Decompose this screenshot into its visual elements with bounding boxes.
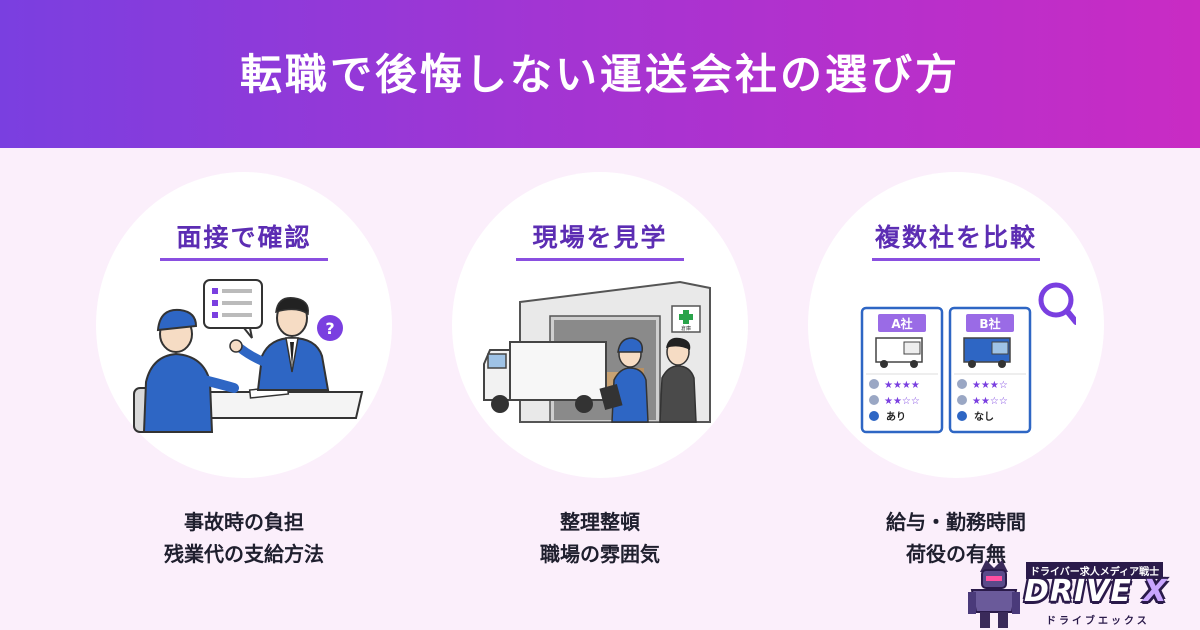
salary-icon: [957, 379, 967, 389]
svg-text:A社: A社: [891, 316, 912, 331]
svg-text:?: ?: [325, 319, 334, 338]
svg-text:B社: B社: [979, 316, 1000, 331]
caption-line: 残業代の支給方法: [164, 542, 324, 566]
caption-site-visit: 整理整頓 職場の雰囲気: [452, 506, 748, 570]
person-icon: [869, 411, 879, 421]
caption-compare: 給与・勤務時間 荷役の有無: [808, 506, 1104, 570]
card-site-visit: 現場を見学 倉庫: [452, 172, 748, 478]
svg-text:★★☆☆: ★★☆☆: [972, 396, 1008, 407]
svg-text:★★★★: ★★★★: [884, 380, 920, 391]
caption-line: 給与・勤務時間: [886, 510, 1026, 534]
warehouse-illustration: 倉庫: [483, 280, 711, 423]
logo-subtitle: ドライブエックス: [1046, 616, 1150, 627]
caption-line: 職場の雰囲気: [540, 542, 660, 566]
interview-illustration: ?: [133, 279, 364, 433]
card-interview: 面接で確認 ?: [96, 172, 392, 478]
title-underline: [516, 258, 684, 261]
header-banner: 転職で後悔しない運送会社の選び方: [0, 0, 1200, 148]
svg-text:倉庫: 倉庫: [681, 325, 691, 332]
page-title: 転職で後悔しない運送会社の選び方: [239, 49, 960, 99]
svg-text:★★☆☆: ★★☆☆: [884, 396, 920, 407]
caption-line: 事故時の負担: [184, 510, 304, 534]
robot-mascot-icon: [968, 560, 1020, 628]
caption-line: 荷役の有無: [906, 542, 1006, 566]
brand-text: DRIVE: [1024, 574, 1132, 609]
compare-illustration: A社 ★★★★ ★★☆☆ あり B社 ★★★☆ ★★☆☆ なし: [860, 282, 1076, 434]
logo-tagline: ドライバー求人メディア戦士: [1026, 562, 1164, 579]
title-underline: [872, 258, 1040, 261]
caption-line: 整理整頓: [560, 510, 640, 534]
card-compare: 複数社を比較 A社 ★★★★ ★★☆☆ あり B社 ★★★☆ ★★☆☆ なし: [808, 172, 1104, 478]
card-title: 複数社を比較: [874, 223, 1037, 252]
title-underline: [160, 258, 328, 261]
clock-icon: [957, 395, 967, 405]
card-title: 面接で確認: [176, 223, 312, 252]
svg-text:なし: なし: [974, 411, 994, 423]
logo-brand: DRIVE X: [1024, 574, 1167, 609]
brand-logo: ドライバー求人メディア戦士 DRIVE X ドライブエックス: [966, 556, 1196, 628]
svg-text:★★★☆: ★★★☆: [972, 380, 1008, 391]
svg-text:あり: あり: [886, 410, 906, 423]
truck-icon: [509, 341, 607, 401]
salary-icon: [869, 379, 879, 389]
brand-x: X: [1143, 574, 1168, 609]
card-title: 現場を見学: [532, 223, 668, 252]
cap-icon: [156, 308, 198, 332]
person-icon: [957, 411, 967, 421]
caption-interview: 事故時の負担 残業代の支給方法: [96, 506, 392, 570]
search-icon: [1038, 282, 1074, 318]
clock-icon: [869, 395, 879, 405]
question-icon: [317, 315, 343, 341]
